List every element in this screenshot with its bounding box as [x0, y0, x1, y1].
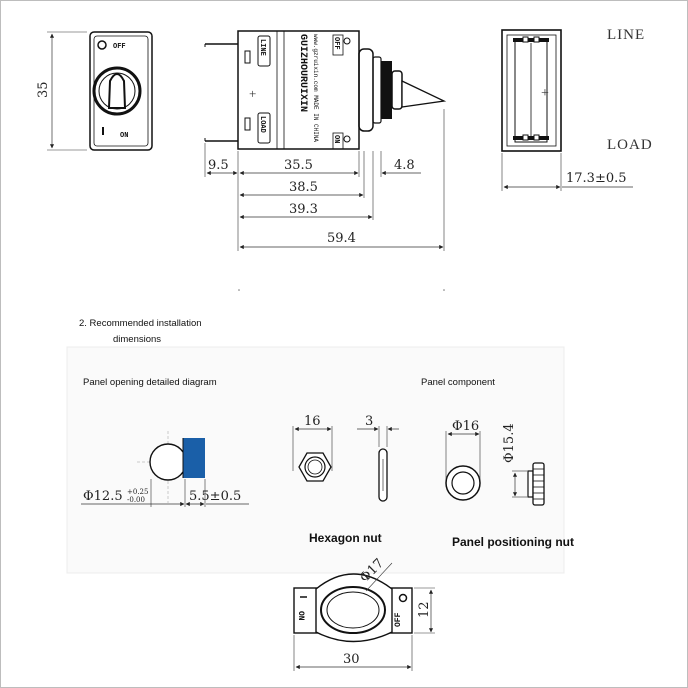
hex-thickness-dim: 3: [365, 414, 373, 429]
positioning-nut-caption: Panel positioning nut: [452, 535, 574, 549]
front-body: [89, 31, 153, 151]
end-line-label: LINE: [607, 27, 645, 43]
end-width-dim: 17.3±0.5: [566, 171, 627, 186]
hex-nut-caption: Hexagon nut: [309, 531, 382, 545]
end-load-label: LOAD: [607, 137, 653, 153]
hex-nut-diagram: 16 3: [292, 414, 399, 502]
dim-38-5: 38.5: [289, 180, 318, 195]
toggle-lever-icon: [107, 73, 127, 109]
plate-on-label: ON: [296, 611, 305, 621]
positioning-thread-dim: Φ15.4: [502, 423, 517, 463]
plate-off-icon: [398, 593, 408, 603]
opening-flat-dim: 5.5±0.5: [189, 489, 241, 504]
side-on-label: ON: [332, 135, 340, 143]
front-off-label: OFF: [113, 43, 126, 51]
positioning-nut-side: [532, 462, 545, 506]
brand-text: GUIZHOURUIXIN: [297, 34, 308, 112]
mounting-flange: [358, 48, 374, 132]
install-heading-line1: 2. Recommended installation: [79, 318, 202, 329]
front-on-label: ON: [120, 132, 128, 140]
positioning-nut-icon: [445, 465, 481, 501]
end-view: + 17.3±0.5 LINE LOAD: [501, 27, 653, 191]
plate-width-dim: 30: [343, 652, 360, 667]
svg-text:+: +: [249, 86, 257, 101]
dim-4-8: 4.8: [394, 158, 415, 173]
hex-width-dim: 16: [304, 414, 321, 429]
dim-59-4: 59.4: [327, 231, 356, 246]
plate-off-label: OFF: [394, 612, 403, 627]
opening-tol-lower: -0.00: [127, 496, 145, 504]
install-heading-line2: dimensions: [113, 334, 161, 345]
dim-35-5: 35.5: [284, 158, 313, 173]
side-off-label: OFF: [332, 37, 340, 50]
component-caption: Panel component: [421, 377, 495, 388]
front-height-dim: 35: [36, 81, 51, 98]
opening-tol-upper: +0.25: [127, 488, 148, 496]
positioning-outer-dim: Φ16: [452, 419, 479, 434]
off-indicator-icon: [97, 40, 107, 50]
positioning-nut-diagram: Φ16 Φ15.4: [445, 419, 545, 506]
dim-39-3: 39.3: [289, 202, 318, 217]
bushing-nut: [381, 61, 392, 119]
svg-text:+: +: [541, 86, 550, 101]
panel-opening-diagram: Φ12.5 +0.25 -0.00 5.5±0.5: [81, 431, 249, 507]
opening-dia-dim: Φ12.5: [83, 489, 123, 504]
plate-height-dim: 12: [417, 601, 432, 618]
dim-9-5: 9.5: [208, 158, 229, 173]
side-lever-icon: [401, 79, 447, 108]
toggle-bezel: [92, 66, 142, 116]
side-load-tab: LOAD: [258, 116, 266, 133]
opening-flat-fill: [183, 438, 205, 478]
opening-hole: [149, 443, 187, 481]
plate-hole: [320, 586, 386, 634]
side-line-tab: LINE: [258, 39, 266, 56]
side-view: + LINE LOAD GUIZHOURUIXIN www.gzruixin.c…: [204, 30, 447, 251]
front-view: OFF ON 35: [36, 31, 153, 151]
end-body: [501, 29, 562, 152]
brand-url: www.gzruixin.com MADE IN CHINA: [312, 34, 319, 142]
opening-caption: Panel opening detailed diagram: [83, 377, 217, 388]
hex-nut-icon: [298, 452, 332, 482]
